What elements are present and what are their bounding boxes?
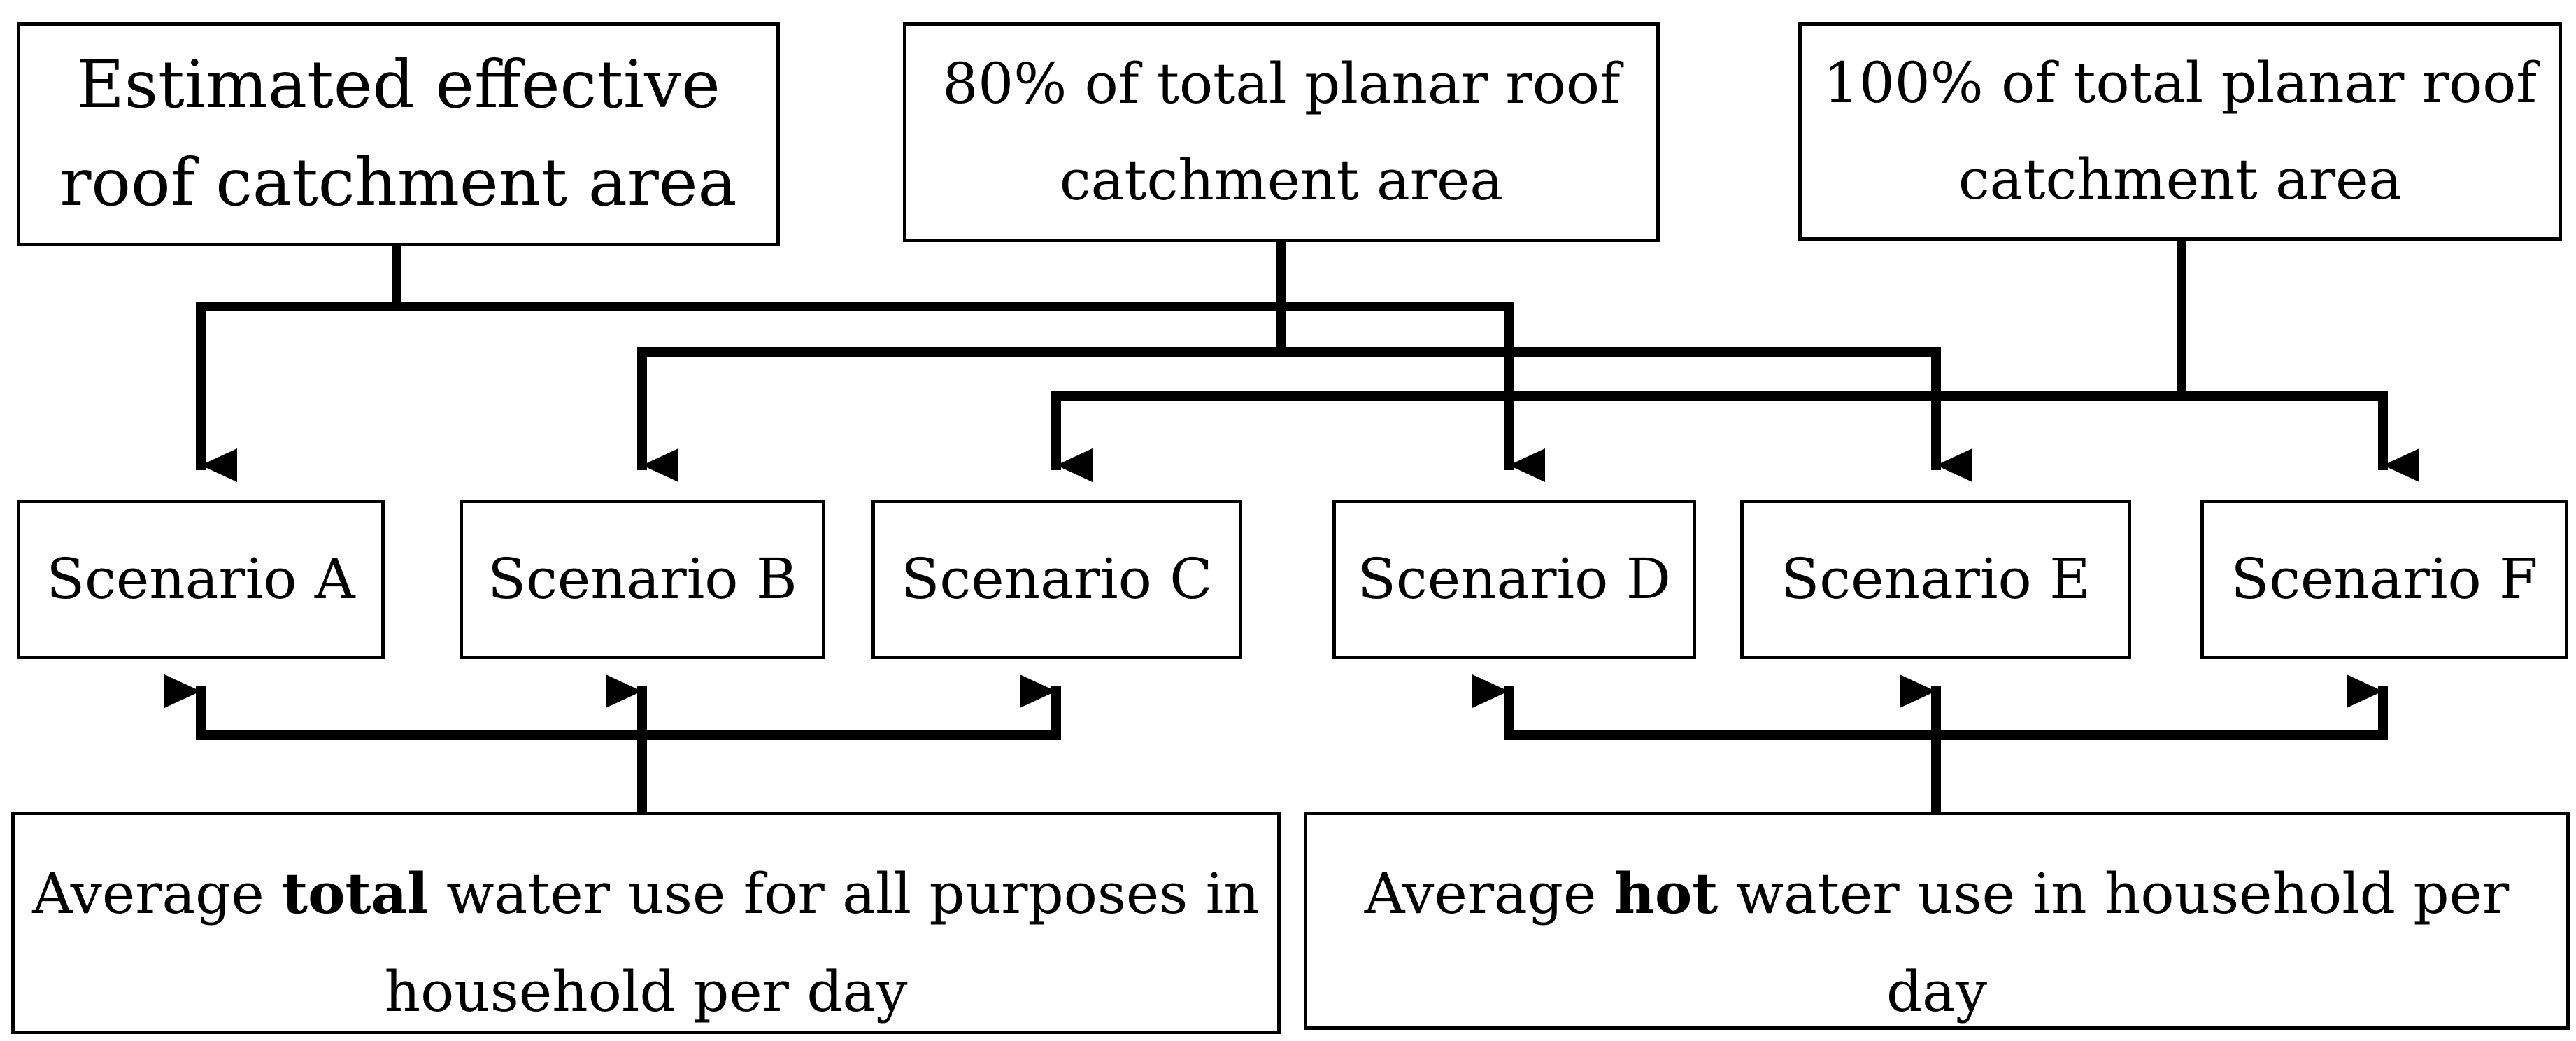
scenario-label: Scenario F	[2230, 546, 2538, 611]
water-use-emphasis: hot	[1614, 861, 1718, 926]
water-use-emphasis: total	[282, 861, 429, 926]
scenario-b-box: Scenario B	[460, 500, 825, 659]
water-use-prefix: Average	[1364, 861, 1614, 926]
source-box-100-percent: 100% of total planar roof catchment area	[1798, 22, 2562, 241]
connector-source1-to-d	[392, 302, 1545, 482]
source-box-line: 100% of total planar roof	[1823, 50, 2538, 115]
source-box-line: catchment area	[1958, 147, 2403, 212]
scenario-e-box: Scenario E	[1740, 500, 2131, 659]
scenario-label: Scenario B	[488, 546, 797, 611]
water-use-text: Average hot water use in household per d…	[1307, 815, 2566, 1041]
connector-source2-to-e	[1276, 347, 1972, 482]
source-box-text: Estimated effective roof catchment area	[59, 36, 736, 232]
source-box-line: roof catchment area	[59, 145, 737, 221]
scenario-label: Scenario A	[46, 546, 355, 611]
connector-total-to-a	[164, 674, 647, 740]
scenario-a-box: Scenario A	[17, 500, 385, 659]
source-box-line: Estimated effective	[76, 47, 720, 123]
scenario-d-box: Scenario D	[1332, 500, 1696, 659]
source-box-text: 100% of total planar roof catchment area	[1823, 35, 2537, 228]
source-box-effective-area: Estimated effective roof catchment area	[17, 22, 780, 246]
scenario-label: Scenario D	[1358, 546, 1671, 611]
scenario-label: Scenario E	[1781, 546, 2091, 611]
scenario-label: Scenario C	[901, 546, 1213, 611]
connector-source2-to-b	[637, 237, 1286, 482]
connector-hot-to-f	[1931, 674, 2388, 740]
connector-source3-to-f	[2177, 391, 2419, 482]
connector-hot-to-d	[1472, 674, 1941, 740]
source-box-80-percent: 80% of total planar roof catchment area	[903, 22, 1660, 242]
connector-source3-to-c	[1051, 236, 2186, 482]
water-use-text: Average total water use for all purposes…	[32, 815, 1260, 1041]
water-use-suffix: water use in household per day	[1718, 861, 2510, 1024]
scenario-c-box: Scenario C	[871, 500, 1242, 659]
source-box-text: 80% of total planar roof catchment area	[942, 36, 1620, 229]
source-box-line: catchment area	[1059, 148, 1504, 213]
total-water-use-box: Average total water use for all purposes…	[11, 812, 1281, 1034]
connector-total-to-c	[637, 674, 1061, 740]
water-use-line: Average hot water use in household per d…	[1307, 844, 2566, 1041]
water-use-line: household per day	[384, 959, 908, 1024]
scenario-f-box: Scenario F	[2200, 500, 2568, 659]
hot-water-use-box: Average hot water use in household per d…	[1304, 812, 2570, 1030]
water-use-prefix: Average	[32, 861, 283, 926]
connector-source1-to-a	[196, 241, 401, 482]
source-box-line: 80% of total planar roof	[942, 51, 1621, 116]
water-use-suffix: water use for all purposes in	[428, 861, 1260, 926]
water-use-line: Average total water use for all purposes…	[32, 844, 1260, 943]
